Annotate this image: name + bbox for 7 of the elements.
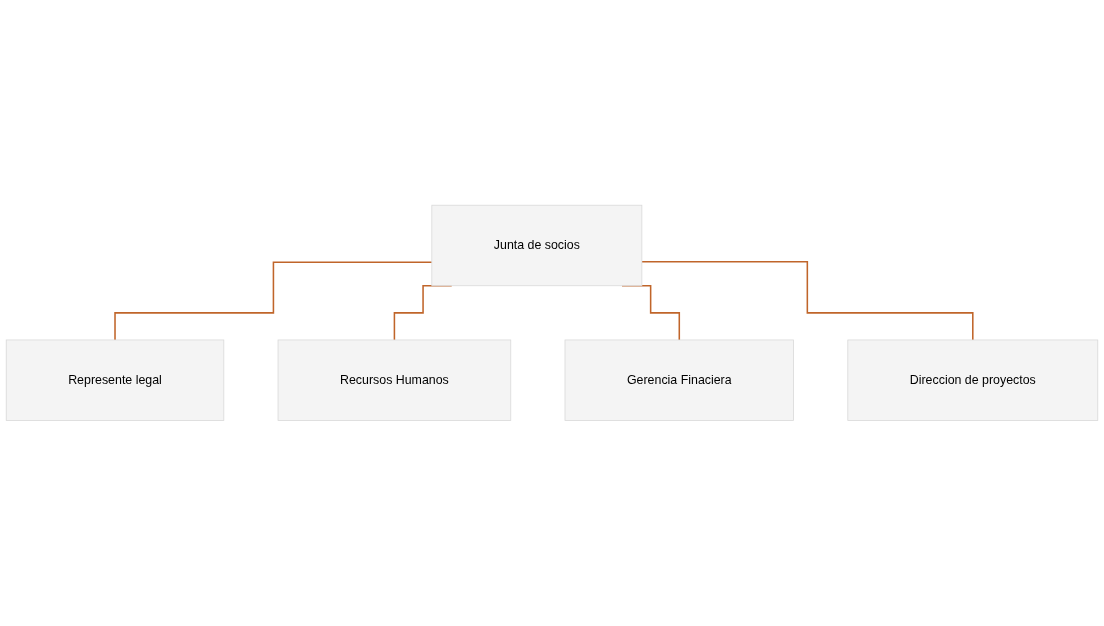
node-box: Gerencia Finaciera [564, 339, 794, 422]
connector [114, 261, 433, 341]
node-box: Recursos Humanos [277, 339, 512, 422]
node-box: Direccion de proyectos [847, 339, 1099, 422]
node-box: Junta de socios [431, 204, 643, 287]
connector [641, 261, 974, 341]
node-box: Represente legal [5, 339, 225, 422]
